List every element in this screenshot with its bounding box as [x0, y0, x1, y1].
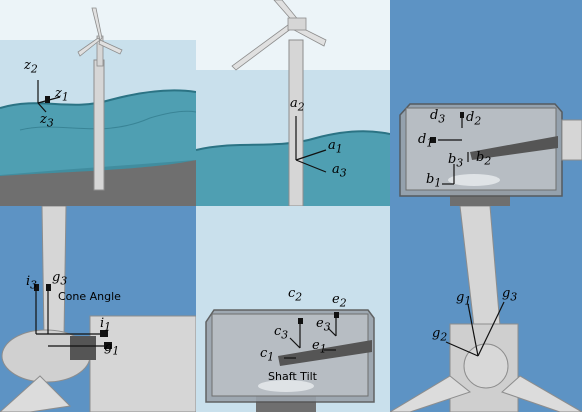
panel-nacelle-yaw-drawing [390, 0, 582, 206]
vector-g3-label: g3 [52, 270, 68, 288]
panel-tower-top-drawing [196, 0, 390, 206]
vector-g1-label: g1 [104, 340, 120, 358]
cone-angle-caption: Cone Angle [58, 290, 121, 303]
vector-z3-label: z3 [40, 112, 54, 130]
vector-e1-label: e1 [312, 338, 327, 356]
vector-g2-label: g2 [432, 326, 448, 344]
vector-d1-label: d1 [418, 132, 434, 150]
panel-blade-cone: i3 g3 Cone Angle i1 g1 [0, 206, 196, 412]
panel-tower-top: a2 a1 a3 [196, 0, 390, 206]
vector-e3-label: e3 [316, 316, 331, 334]
vector-d2-label: d2 [466, 110, 482, 128]
vector-c1-label: c1 [260, 346, 275, 364]
panel-nacelle-yaw: d3 d2 d1 b3 b2 b1 [390, 0, 582, 206]
vector-c3-label: c3 [274, 324, 289, 342]
vector-a3-label: a3 [332, 162, 347, 180]
shaft-tilt-caption: Shaft Tilt [268, 370, 317, 383]
panel-shaft-tilt-drawing [196, 206, 390, 412]
panel-tower-platform: z2 z1 z3 [0, 0, 196, 206]
vector-g1-label: g1 [456, 290, 472, 308]
vector-e2-label: e2 [332, 292, 347, 310]
vector-z1-label: z1 [55, 86, 69, 104]
panel-blade-pitch: g1 g3 g2 [390, 206, 582, 412]
panel-blade-cone-drawing [0, 206, 196, 412]
vector-b3-label: b3 [448, 152, 464, 170]
vector-i3-label: i3 [26, 274, 38, 292]
vector-z2-label: z2 [24, 58, 38, 76]
panel-blade-pitch-drawing [390, 206, 582, 412]
vector-b1-label: b1 [426, 172, 442, 190]
vector-a1-label: a1 [328, 138, 343, 156]
vector-d3-label: d3 [430, 108, 446, 126]
vector-b2-label: b2 [476, 150, 492, 168]
vector-c2-label: c2 [288, 286, 303, 304]
vector-g3-label: g3 [502, 286, 518, 304]
panel-shaft-tilt: c2 e2 c3 e3 c1 e1 Shaft Tilt [196, 206, 390, 412]
vector-i1-label: i1 [100, 316, 112, 334]
vector-a2-label: a2 [290, 96, 305, 114]
panel-tower-platform-drawing [0, 0, 196, 206]
